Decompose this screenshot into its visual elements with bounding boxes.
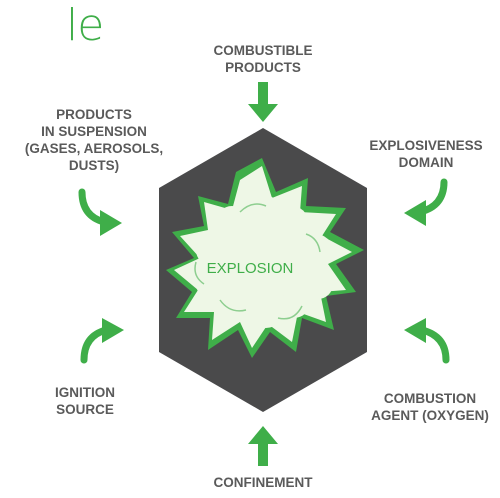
- arrow-down-icon: [248, 82, 278, 122]
- combustible-products-label: COMBUSTIBLE PRODUCTS: [213, 43, 313, 75]
- cloud-puff-outlines: [194, 203, 321, 320]
- confinement-label: CONFINEMENT: [213, 475, 313, 490]
- curved-arrow-head-lower-right: [404, 318, 426, 343]
- explosion-label: EXPLOSION: [206, 260, 294, 277]
- explosiveness-domain-label: EXPLOSIVENESS DOMAIN: [369, 138, 483, 170]
- arrow-up-icon: [248, 426, 278, 466]
- cloud-puffs: [195, 194, 333, 328]
- ignition-source-label: IGNITION SOURCE: [55, 385, 115, 417]
- curved-arrow-head-upper-left: [100, 210, 122, 236]
- products-in-suspension-label: PRODUCTS IN SUSPENSION (GASES, AEROSOLS,…: [24, 107, 164, 173]
- combustion-agent-label: COMBUSTION AGENT (OXYGEN): [371, 391, 489, 423]
- brand-logo: le: [66, 0, 104, 51]
- curved-arrow-head-lower-left: [102, 318, 124, 343]
- curved-arrow-head-upper-right: [404, 200, 426, 226]
